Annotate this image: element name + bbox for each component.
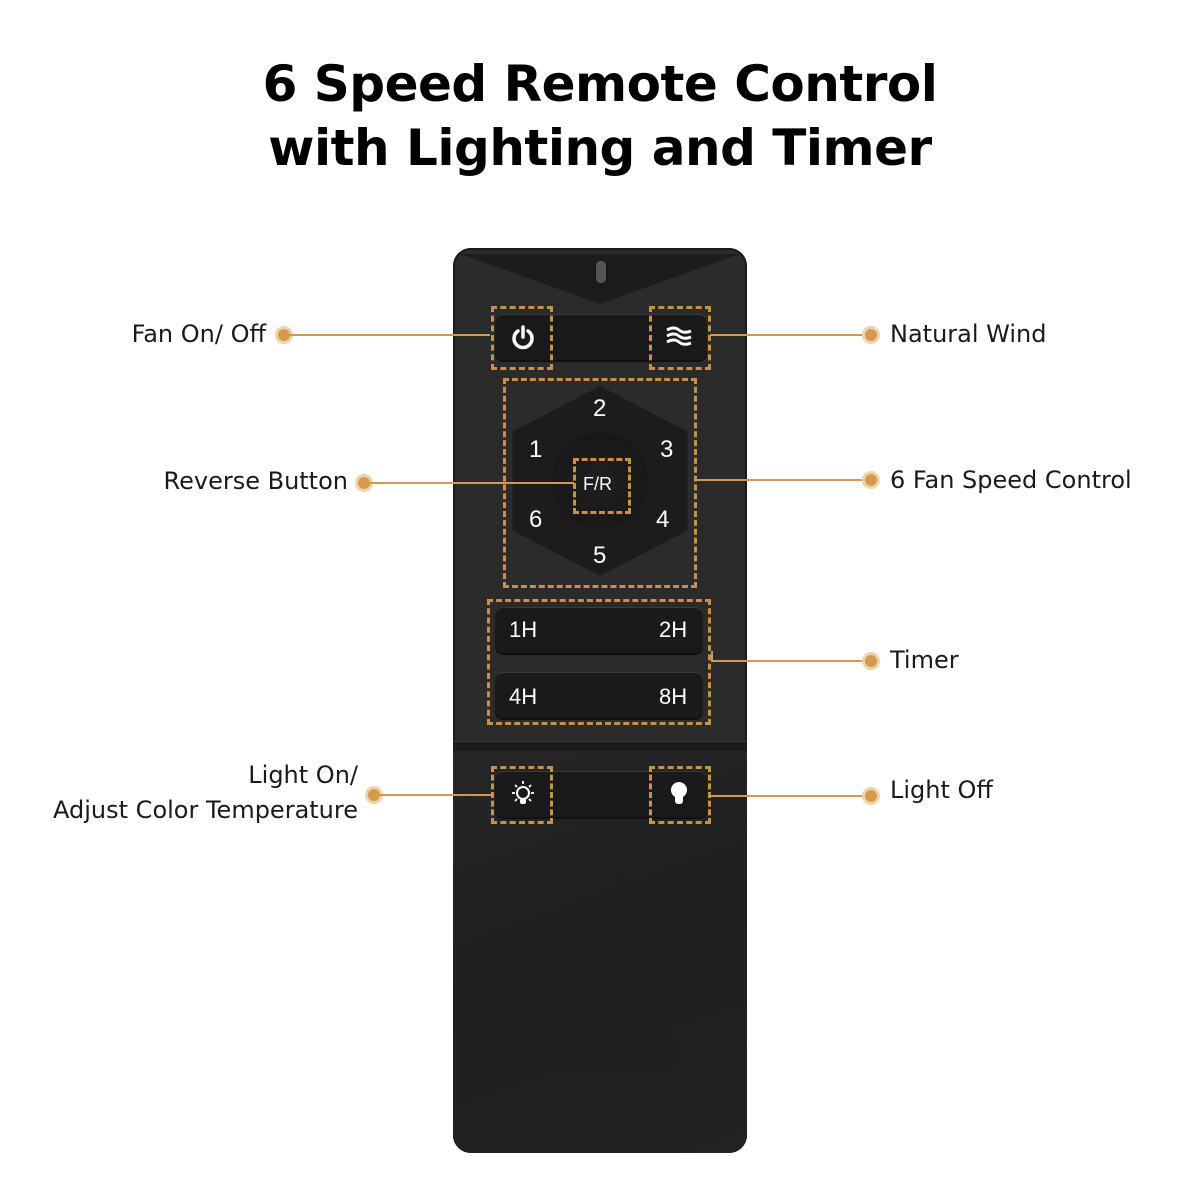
light-off-button[interactable]	[651, 771, 707, 817]
remote-control: 2 1 3 6 4 5 F/R 1H 2H 4H 8H	[453, 248, 747, 1153]
callout-timer: Timer	[890, 646, 959, 674]
speed-2-button[interactable]: 2	[593, 395, 607, 422]
reverse-highlight	[573, 458, 631, 514]
light-bar	[495, 771, 707, 817]
light-on-highlight	[491, 766, 553, 824]
callout-leader	[709, 795, 868, 797]
callout-leader	[711, 651, 713, 661]
callout-leader	[697, 479, 868, 481]
page-title: 6 Speed Remote Control with Lighting and…	[0, 52, 1200, 180]
wind-waves-icon	[666, 326, 692, 346]
ir-emitter	[595, 260, 607, 284]
speed-3-button[interactable]: 3	[660, 436, 674, 463]
speed-6-button[interactable]: 6	[529, 506, 543, 533]
natural-wind-button[interactable]	[651, 314, 707, 360]
title-line-1: 6 Speed Remote Control	[262, 55, 938, 113]
callout-leader	[380, 794, 492, 796]
bulb-rays-icon	[512, 781, 534, 804]
speed-5-button[interactable]: 5	[593, 542, 607, 569]
light-on-button[interactable]	[495, 771, 551, 817]
reverse-button[interactable]: F/R	[583, 474, 612, 494]
fan-power-button[interactable]	[495, 314, 551, 360]
callout-light-off: Light Off	[890, 776, 993, 804]
callout-leader	[290, 334, 490, 336]
callout-dot	[865, 790, 877, 802]
fan-power-highlight	[491, 306, 553, 370]
lower-facet	[563, 868, 683, 1068]
callout-natural-wind: Natural Wind	[890, 320, 1047, 348]
power-icon	[512, 325, 534, 350]
callout-leader	[710, 334, 868, 336]
callout-speed-control: 6 Fan Speed Control	[890, 466, 1132, 494]
callout-light-on-line1: Light On/	[248, 761, 358, 789]
callout-light-on-line2: Adjust Color Temperature	[53, 796, 358, 824]
callout-dot	[278, 329, 290, 341]
callout-leader	[711, 660, 868, 662]
callout-dot	[358, 477, 370, 489]
speed-4-button[interactable]: 4	[656, 506, 670, 533]
callout-dot	[865, 329, 877, 341]
callout-fan-power: Fan On/ Off	[131, 320, 266, 348]
timer-8h-button[interactable]: 8H	[659, 684, 688, 709]
timer-highlight	[487, 599, 711, 725]
callout-dot	[865, 474, 877, 486]
light-off-highlight	[649, 766, 711, 824]
title-line-2: with Lighting and Timer	[268, 119, 932, 177]
timer-bar-2	[495, 672, 703, 718]
bulb-solid-icon	[671, 782, 687, 804]
timer-2h-button[interactable]: 2H	[659, 617, 688, 642]
body-seam	[453, 741, 747, 752]
natural-wind-highlight	[649, 306, 711, 370]
timer-1h-button[interactable]: 1H	[509, 617, 538, 642]
callout-reverse: Reverse Button	[163, 467, 349, 495]
timer-bar-1	[495, 607, 703, 653]
speed-1-button[interactable]: 1	[529, 436, 543, 463]
callout-dot	[865, 655, 877, 667]
timer-4h-button[interactable]: 4H	[509, 684, 538, 709]
callout-dot	[368, 789, 380, 801]
callout-leader	[370, 482, 574, 484]
